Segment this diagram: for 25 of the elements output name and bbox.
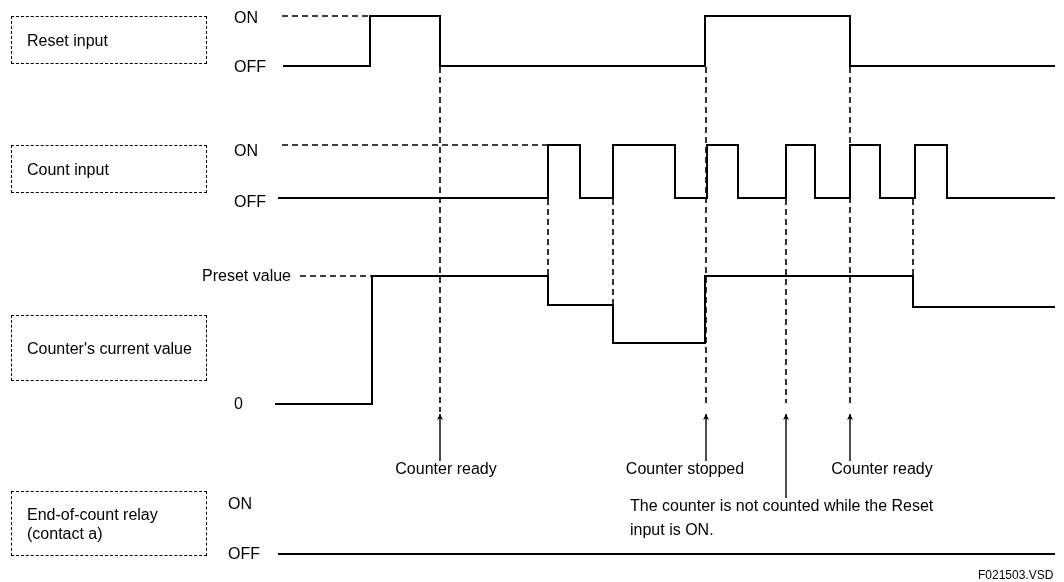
signal-name-box <box>11 16 207 64</box>
annotation-text: Counter ready <box>386 457 506 481</box>
arrow <box>783 413 789 499</box>
level-label: OFF <box>228 545 260 563</box>
level-label: ON <box>234 142 258 160</box>
arrow <box>703 413 709 462</box>
level-label: 0 <box>234 395 243 413</box>
level-label: Preset value <box>202 267 291 285</box>
signal-name: Counter's current value <box>27 338 192 358</box>
signal-name-box <box>11 145 207 193</box>
arrow <box>437 413 443 462</box>
level-label: ON <box>228 495 252 513</box>
signal-name-box <box>11 491 207 556</box>
level-label: ON <box>234 9 258 27</box>
arrow <box>847 413 853 462</box>
annotation-text: Counter ready <box>822 457 942 481</box>
annotation-text: Counter stopped <box>615 457 755 481</box>
file-name: F021503.VSD <box>978 567 1054 582</box>
signal-name: End-of-count relay (contact a) <box>27 504 159 543</box>
level-label: OFF <box>234 58 266 76</box>
annotation-text: The counter is not counted while the Reset input is ON. <box>630 494 960 542</box>
signal-name: Reset input <box>27 30 108 50</box>
signal-name: Count input <box>27 159 109 179</box>
signal-name-box <box>11 315 207 381</box>
level-label: OFF <box>234 193 266 211</box>
